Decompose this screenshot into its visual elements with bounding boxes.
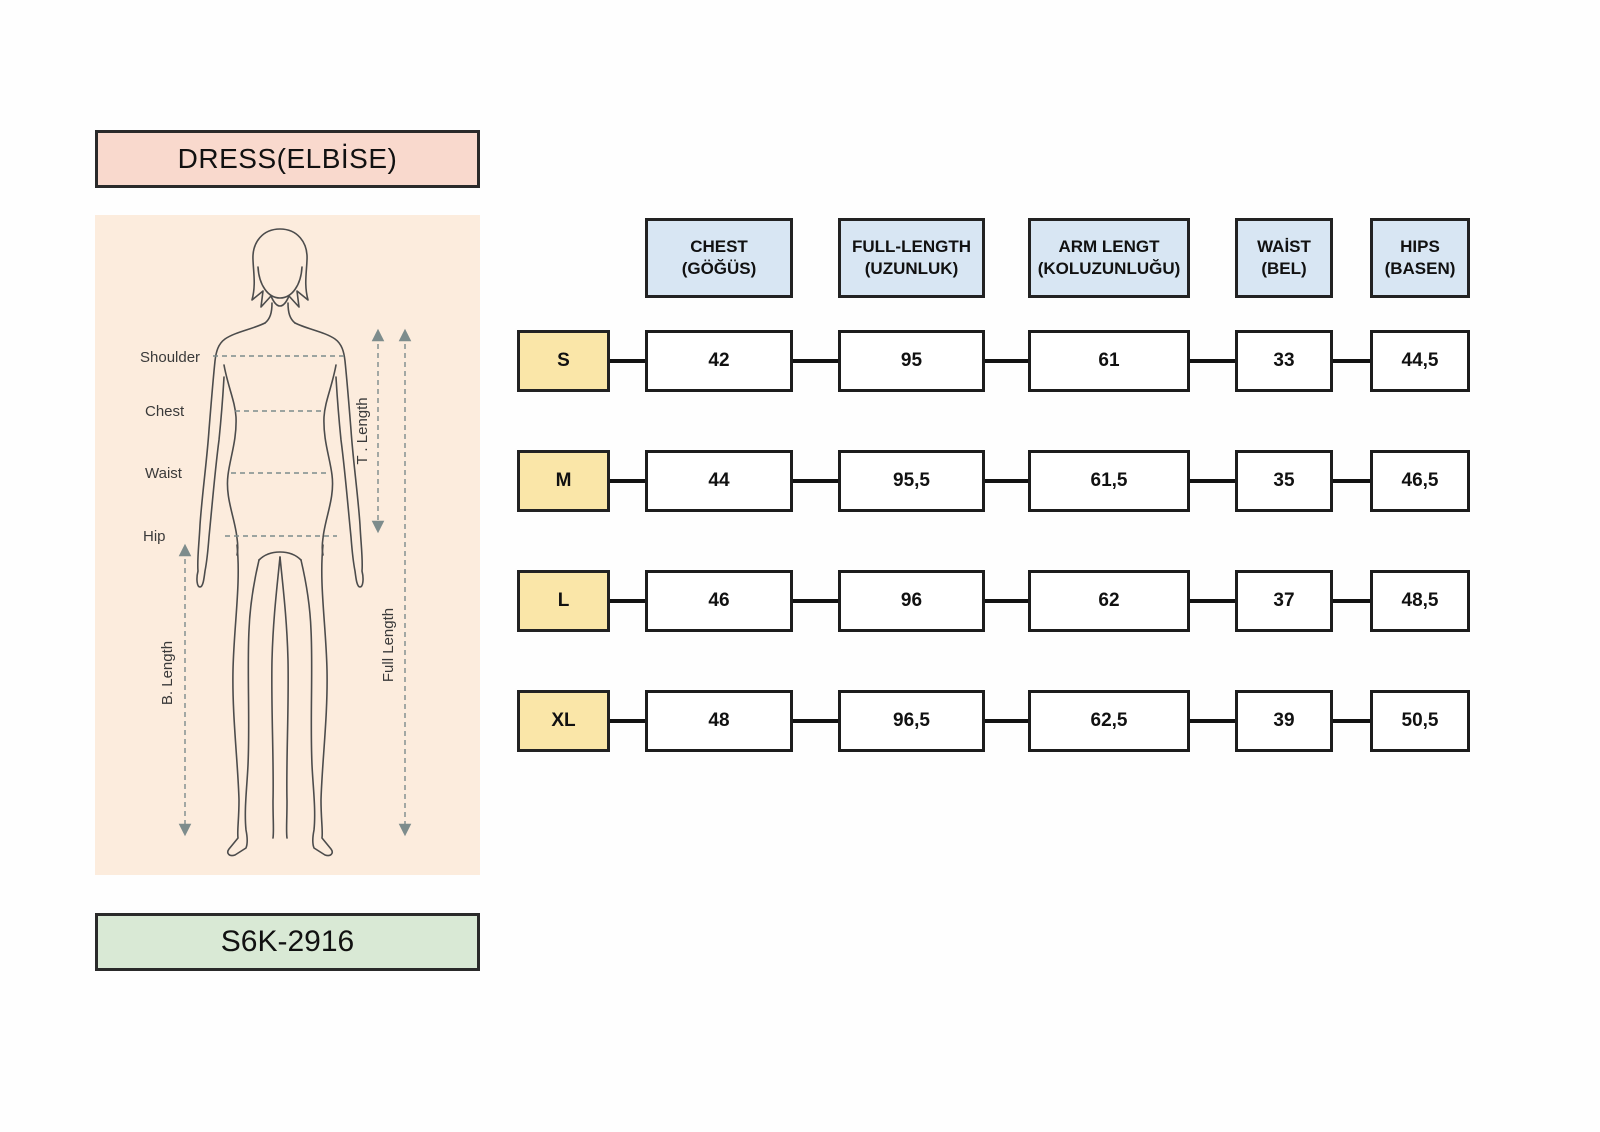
connector-line bbox=[985, 599, 1028, 603]
connector-line bbox=[985, 359, 1028, 363]
connector-line bbox=[793, 359, 838, 363]
connector-line bbox=[610, 599, 645, 603]
connector-line bbox=[985, 719, 1028, 723]
value-arm-length: 61,5 bbox=[1028, 450, 1190, 512]
full-length-label: Full Length bbox=[380, 608, 397, 682]
value-arm-length: 62,5 bbox=[1028, 690, 1190, 752]
value-hips: 50,5 bbox=[1370, 690, 1470, 752]
size-label-s: S bbox=[517, 330, 610, 392]
value-hips: 46,5 bbox=[1370, 450, 1470, 512]
column-header-chest: CHEST (GÖĞÜS) bbox=[645, 218, 793, 298]
t-length-label: T . Length bbox=[354, 397, 371, 464]
connector-line bbox=[793, 599, 838, 603]
chest-label: Chest bbox=[145, 403, 185, 420]
size-label-m: M bbox=[517, 450, 610, 512]
value-waist: 35 bbox=[1235, 450, 1333, 512]
connector-line bbox=[610, 479, 645, 483]
connector-line bbox=[1190, 719, 1235, 723]
product-title-box: DRESS(ELBİSE) bbox=[95, 130, 480, 188]
size-table: CHEST (GÖĞÜS) FULL-LENGTH (UZUNLUK) ARM … bbox=[517, 218, 1470, 752]
value-hips: 48,5 bbox=[1370, 570, 1470, 632]
value-full-length: 96 bbox=[838, 570, 985, 632]
size-label-xl: XL bbox=[517, 690, 610, 752]
product-code: S6K-2916 bbox=[220, 925, 355, 958]
value-full-length: 95 bbox=[838, 330, 985, 392]
value-chest: 46 bbox=[645, 570, 793, 632]
value-waist: 37 bbox=[1235, 570, 1333, 632]
connector-line bbox=[1190, 359, 1235, 363]
body-outline bbox=[196, 228, 364, 857]
measurement-lines bbox=[178, 328, 412, 837]
value-full-length: 95,5 bbox=[838, 450, 985, 512]
value-chest: 44 bbox=[645, 450, 793, 512]
connector-line bbox=[1333, 479, 1370, 483]
connector-line bbox=[793, 479, 838, 483]
column-header-full-length: FULL-LENGTH (UZUNLUK) bbox=[838, 218, 985, 298]
connector-line bbox=[610, 719, 645, 723]
column-header-arm-length: ARM LENGT (KOLUZUNLUĞU) bbox=[1028, 218, 1190, 298]
body-measurement-diagram: Shoulder Chest Waist Hip T . Length Full… bbox=[95, 215, 480, 875]
shoulder-label: Shoulder bbox=[140, 349, 200, 366]
connector-line bbox=[1190, 599, 1235, 603]
column-header-hips: HIPS (BASEN) bbox=[1370, 218, 1470, 298]
body-figure-illustration: Shoulder Chest Waist Hip T . Length Full… bbox=[140, 228, 412, 857]
value-chest: 42 bbox=[645, 330, 793, 392]
b-length-label: B. Length bbox=[159, 641, 176, 705]
value-full-length: 96,5 bbox=[838, 690, 985, 752]
connector-line bbox=[1333, 719, 1370, 723]
connector-line bbox=[985, 479, 1028, 483]
value-waist: 33 bbox=[1235, 330, 1333, 392]
value-hips: 44,5 bbox=[1370, 330, 1470, 392]
product-title: DRESS(ELBİSE) bbox=[177, 143, 398, 174]
connector-line bbox=[1190, 479, 1235, 483]
product-code-box: S6K-2916 bbox=[95, 913, 480, 971]
connector-line bbox=[1333, 599, 1370, 603]
hip-label: Hip bbox=[143, 528, 166, 545]
value-waist: 39 bbox=[1235, 690, 1333, 752]
connector-line bbox=[793, 719, 838, 723]
column-header-waist: WAİST (BEL) bbox=[1235, 218, 1333, 298]
value-chest: 48 bbox=[645, 690, 793, 752]
value-arm-length: 61 bbox=[1028, 330, 1190, 392]
connector-line bbox=[1333, 359, 1370, 363]
left-column: DRESS(ELBİSE) bbox=[95, 130, 480, 971]
connector-line bbox=[610, 359, 645, 363]
waist-label: Waist bbox=[145, 465, 183, 482]
size-label-l: L bbox=[517, 570, 610, 632]
value-arm-length: 62 bbox=[1028, 570, 1190, 632]
